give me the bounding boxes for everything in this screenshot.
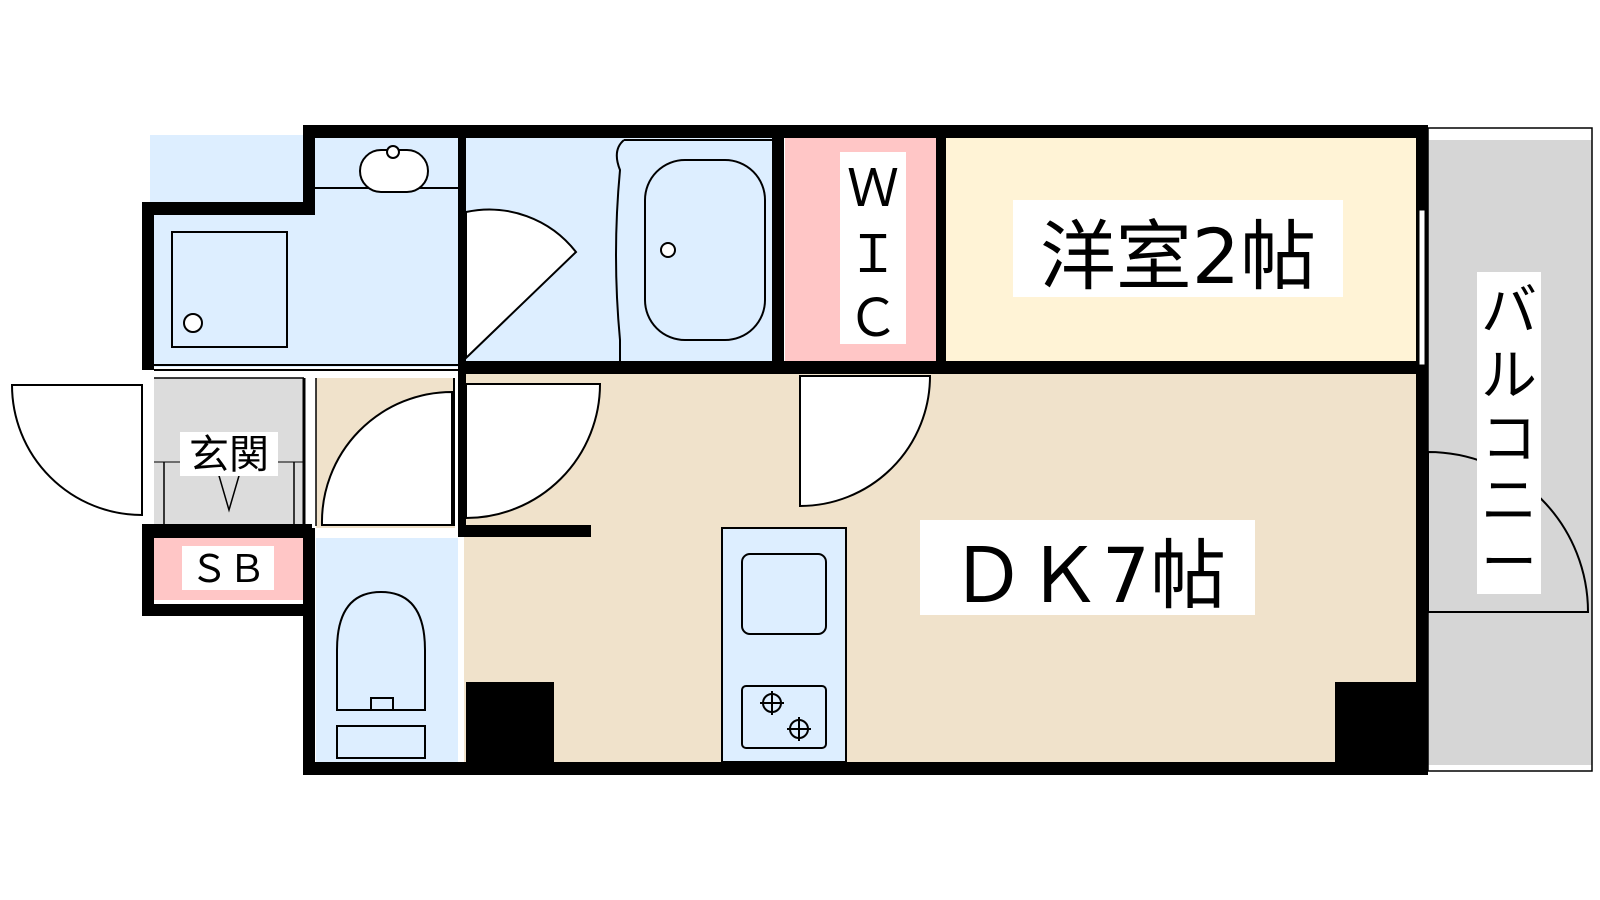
wall-bath-left xyxy=(458,135,466,530)
entrance-step-arrow xyxy=(214,461,244,513)
bathtub xyxy=(644,159,766,341)
wall-left-lower xyxy=(142,524,154,616)
western-room-label-bg xyxy=(1013,200,1343,297)
wic-label-i: Ｉ xyxy=(847,225,899,285)
entrance-label-bg xyxy=(180,432,278,476)
dk-label-bg xyxy=(920,520,1255,615)
wall-hall-horizontal xyxy=(458,525,591,537)
wall-washroom-left xyxy=(303,125,315,215)
washing-machine-drain xyxy=(183,313,203,333)
front-door xyxy=(10,384,143,517)
toilet-bowl xyxy=(336,590,426,711)
toilet-tank-top xyxy=(337,697,425,711)
burner-icon xyxy=(760,691,784,715)
wall-wic-right xyxy=(936,135,946,363)
wash-basin-drain xyxy=(386,145,400,159)
wall-sb-bottom xyxy=(142,604,312,616)
hallway-door xyxy=(320,390,453,526)
wall-top xyxy=(303,125,1428,138)
bathtub-edge xyxy=(615,139,625,361)
wic-label-bg xyxy=(840,152,906,344)
fixtures xyxy=(171,139,847,763)
wall-left-upper xyxy=(142,202,154,370)
wall-entrance-bottom xyxy=(154,524,312,538)
balcony-label-5: ー xyxy=(1481,531,1537,596)
bathroom-door xyxy=(465,208,578,361)
toilet-tank xyxy=(336,725,426,759)
burner-icon xyxy=(787,717,811,741)
balcony-outline xyxy=(1427,127,1593,772)
wic-label-c: Ｃ xyxy=(847,289,899,349)
wic-door xyxy=(799,375,932,508)
balcony-label-1: バ xyxy=(1481,279,1537,344)
balcony-label-bg xyxy=(1477,272,1541,594)
balcony-label-3: コ xyxy=(1481,407,1537,472)
wall-bath-right xyxy=(772,135,784,363)
balcony-label-4: ニ xyxy=(1481,469,1537,534)
dining-door xyxy=(465,383,602,520)
partitions xyxy=(154,364,1416,526)
wall-mid-horizontal xyxy=(460,361,1420,374)
kitchen-sink xyxy=(741,553,827,635)
balcony-label-2: ル xyxy=(1481,344,1537,409)
western-room-label: 洋室2帖 xyxy=(1040,212,1316,301)
shoe-box-label-bg xyxy=(182,546,274,590)
labels: 洋室2帖 ＤＫ7帖 Ｗ Ｉ Ｃ 玄関 ＳＢ バ ル コ ニ ー xyxy=(180,152,1541,620)
wall-top-left-step xyxy=(142,202,310,215)
wic-label-w: Ｗ xyxy=(847,159,899,219)
pillar-right xyxy=(1335,682,1419,764)
entrance-label: 玄関 xyxy=(189,432,269,478)
balcony-window xyxy=(1418,209,1426,366)
dining-kitchen-label: ＤＫ7帖 xyxy=(950,531,1226,620)
gas-stove xyxy=(741,685,827,749)
shoe-box-label: ＳＢ xyxy=(190,547,266,591)
wall-bottom xyxy=(303,762,1428,775)
wall-toilet-left xyxy=(303,528,315,774)
pillar-left xyxy=(466,682,554,764)
bathtub-drain xyxy=(660,242,676,258)
